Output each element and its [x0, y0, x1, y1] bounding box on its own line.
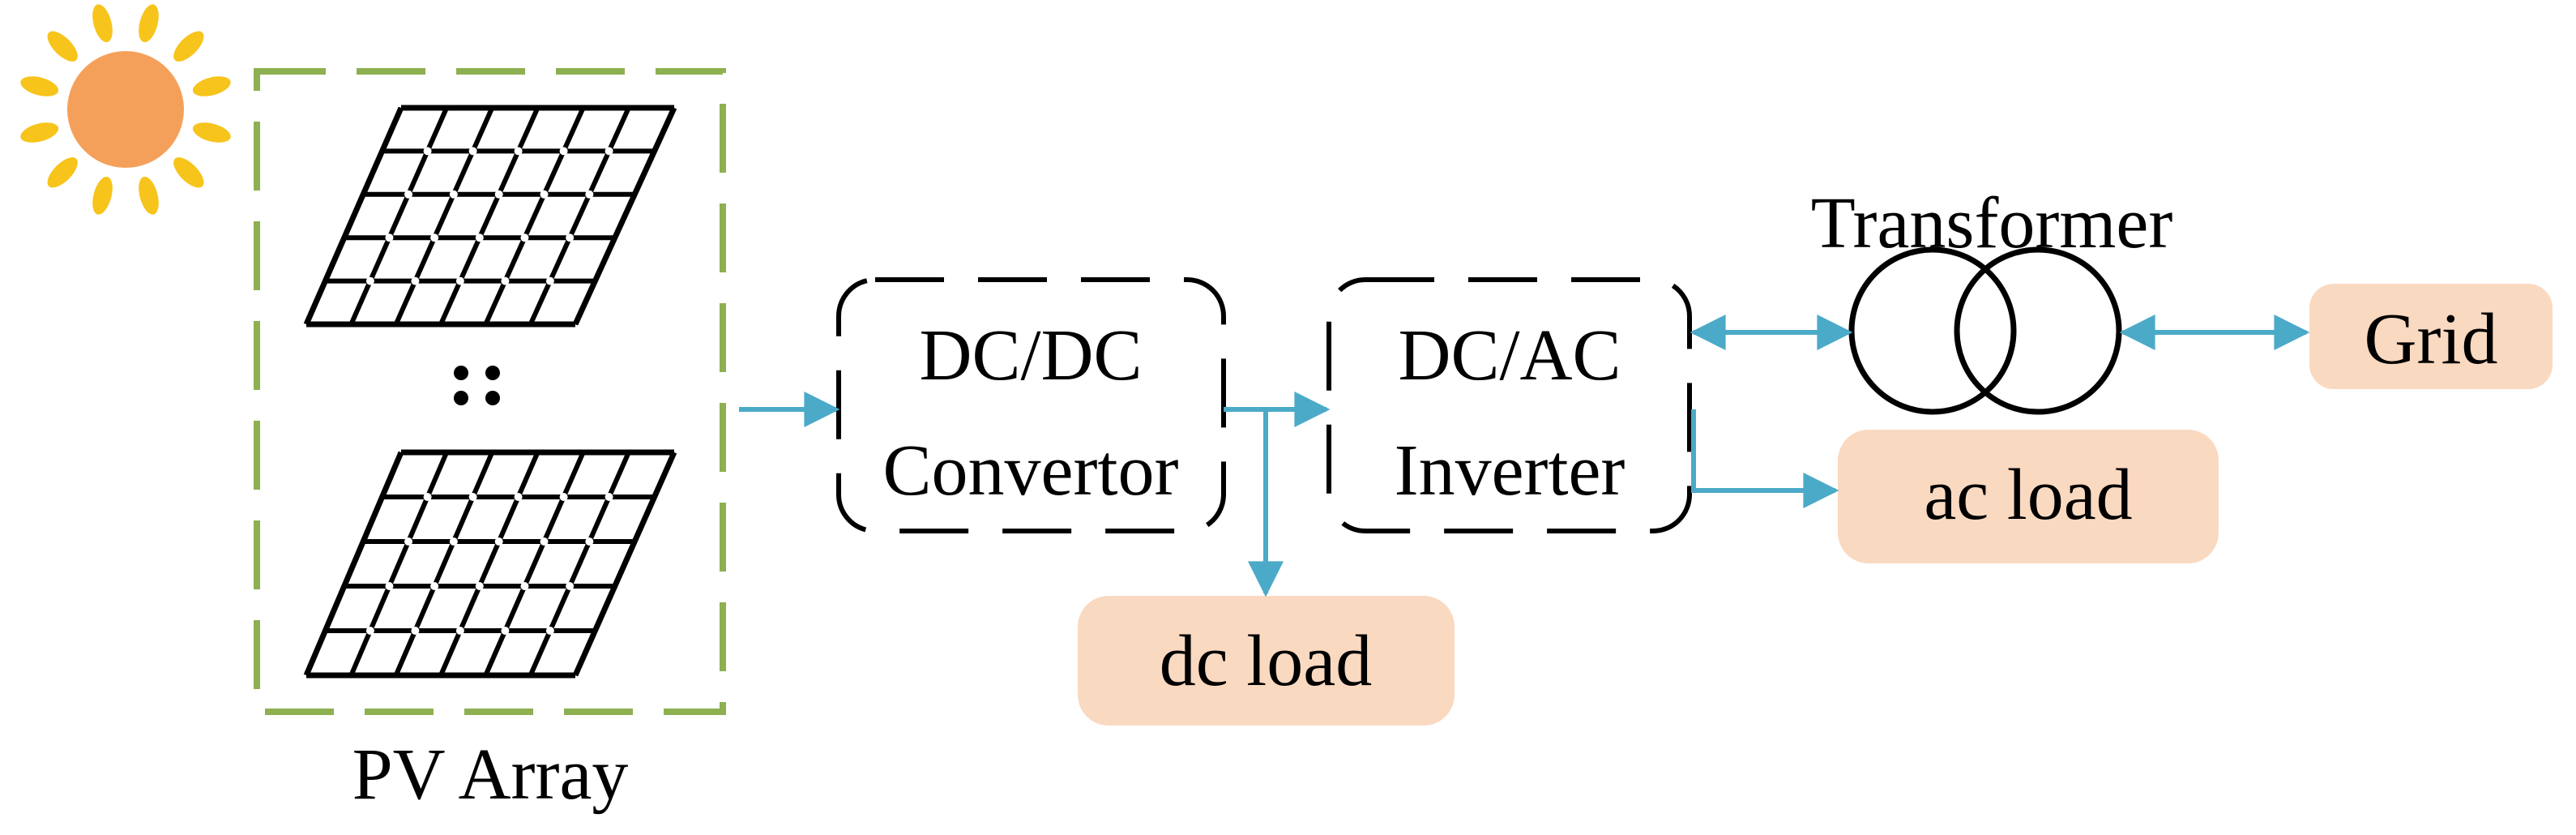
panel-junction [559, 493, 568, 501]
sun-icon [20, 4, 231, 215]
panel-junction [385, 582, 394, 590]
dc-load-box [1078, 596, 1455, 726]
panel-grid-line [572, 451, 677, 677]
panel-junction [475, 233, 484, 242]
sun-ray [192, 76, 231, 96]
panel-junction [520, 233, 529, 242]
panel-junction [501, 276, 510, 285]
panel-junction [404, 190, 413, 199]
panel-grid-line [528, 106, 631, 326]
panel-junction [365, 276, 374, 285]
panel-junction [430, 582, 439, 590]
dcdc-label-line2: Convertor [883, 430, 1179, 511]
pv-array-label: PV Array [352, 734, 629, 815]
sun-ray [192, 122, 231, 143]
panel-junction [468, 147, 477, 156]
panel-junction [545, 276, 554, 285]
ellipsis-icon [454, 366, 500, 405]
sun-ray [139, 176, 159, 215]
transformer-label: Transformer [1811, 183, 2173, 263]
panel-junction [365, 627, 374, 635]
panel-grid-line [393, 106, 495, 326]
arrow-dcac-to-acload [1691, 409, 1839, 508]
solar-panel-icon [303, 105, 677, 328]
grid-label: Grid [2365, 299, 2498, 379]
panel-grid-line [528, 451, 631, 677]
panel-junction [430, 233, 439, 242]
panel-grid-line [303, 451, 404, 677]
sun-ray [47, 31, 78, 62]
grid-box [2309, 284, 2553, 389]
panel-junction [475, 582, 484, 590]
panel-junction [540, 190, 549, 199]
panel-grid-line [572, 106, 677, 326]
panel-junction [494, 537, 503, 546]
panel-grid-line [348, 451, 449, 677]
panel-junction [520, 582, 529, 590]
panel-junction [604, 493, 613, 501]
sun-ray [92, 176, 113, 215]
sun-ray [173, 31, 204, 62]
panel-junction [566, 233, 575, 242]
panel-junction [545, 627, 554, 635]
panel-grid-line [483, 106, 586, 326]
sun-ray [20, 122, 59, 143]
ac-load-label: ac load [1924, 455, 2132, 535]
panel-junction [468, 493, 477, 501]
dcac-label-line1: DC/AC [1398, 315, 1621, 396]
panel-grid-line [348, 106, 449, 326]
panel-grid-line [438, 451, 540, 677]
panel-junction [501, 627, 510, 635]
panel-junction [449, 537, 458, 546]
panel-junction [385, 233, 394, 242]
panel-junction [514, 147, 523, 156]
sun-ray [139, 4, 159, 43]
panel-junction [411, 276, 420, 285]
panel-junction [404, 537, 413, 546]
dcac-label-line2: Inverter [1395, 430, 1625, 511]
dc-load-label: dc load [1160, 621, 1372, 701]
panel-junction [449, 190, 458, 199]
panel-junction [566, 582, 575, 590]
pv-array-border [254, 68, 726, 715]
panel-junction [514, 493, 523, 501]
panel-grid-line [393, 451, 495, 677]
panel-junction [411, 627, 420, 635]
transformer-icon [1848, 246, 2122, 415]
panel-junction [559, 147, 568, 156]
dcdc-label-line1: DC/DC [919, 315, 1142, 396]
dcac-inverter-box [1326, 277, 1692, 533]
panel-junction [540, 537, 549, 546]
sun-ray [20, 76, 59, 96]
panel-junction [423, 493, 432, 501]
panel-junction [604, 147, 613, 156]
panel-junction [585, 537, 594, 546]
panel-junction [455, 276, 464, 285]
sun-ray [92, 4, 113, 43]
panel-junction [494, 190, 503, 199]
panel-junction [585, 190, 594, 199]
panel-grid-line [438, 106, 540, 326]
sun-ray [47, 157, 78, 188]
sun-ray [173, 157, 204, 188]
panel-grid-line [303, 106, 404, 326]
panel-grid-line [483, 451, 586, 677]
panel-junction [455, 627, 464, 635]
solar-panel-icon [303, 449, 677, 679]
ac-load-box [1838, 430, 2219, 563]
panel-junction [423, 147, 432, 156]
